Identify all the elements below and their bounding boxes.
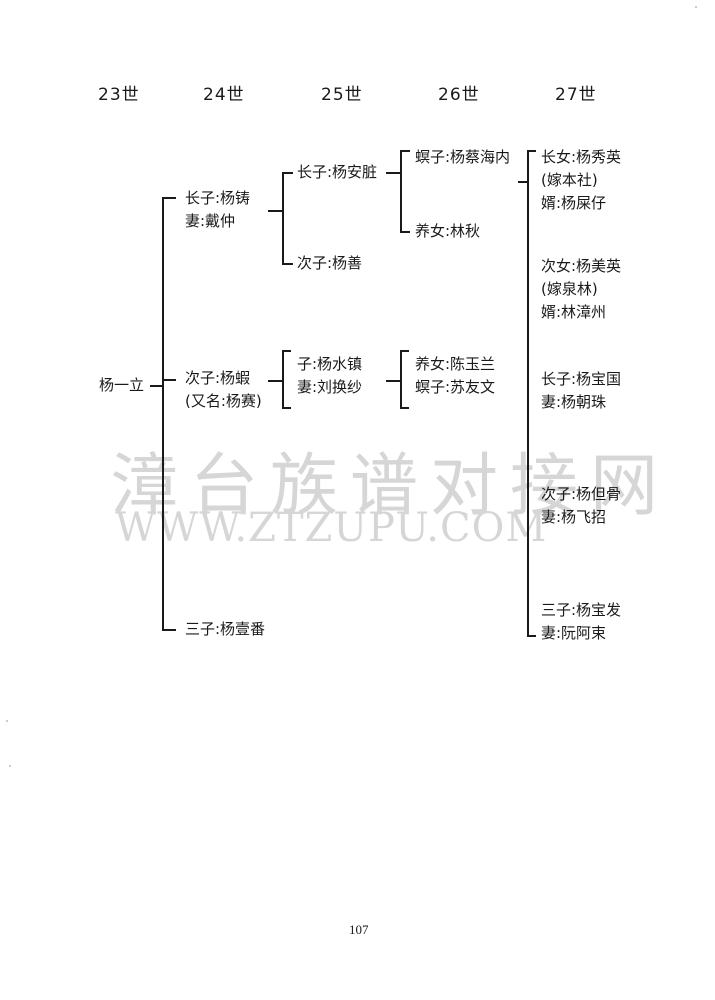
gen25-eldest-son: 长子:杨安脏	[297, 161, 377, 184]
gen26-adopted-daughter: 养女:林秋	[415, 220, 480, 243]
person-line: 次子:杨善	[297, 254, 363, 272]
root-person: 杨一立	[99, 374, 144, 397]
connector-line	[282, 263, 293, 265]
generation-header-25: 25世	[321, 85, 363, 105]
connector-line	[268, 210, 283, 212]
connector-line	[527, 150, 536, 152]
gen27-third-son: 三子:杨宝发 妻:阮阿束	[541, 599, 621, 645]
connector-line	[400, 350, 402, 408]
person-line: 螟子:杨蔡海内	[415, 148, 511, 166]
connector-line	[518, 181, 528, 183]
spouse-line: 妻:阮阿束	[541, 624, 607, 642]
generation-header-26: 26世	[438, 85, 480, 105]
connector-line	[400, 231, 410, 233]
person-line: 次女:杨美英	[541, 257, 622, 275]
connector-line	[282, 350, 291, 352]
scan-speck	[6, 720, 8, 722]
gen24-second-son: 次子:杨蝦 (又名:杨赛)	[185, 367, 262, 413]
gen26-adopted-children: 养女:陈玉兰 螟子:苏友文	[415, 353, 495, 399]
scan-speck	[9, 765, 11, 767]
connector-line	[162, 197, 176, 199]
person-line: 长子:杨安脏	[297, 163, 378, 181]
scan-speck	[695, 6, 697, 8]
spouse-line: 婿:杨屎仔	[541, 194, 607, 212]
generation-header-24: 24世	[203, 85, 245, 105]
spouse-line: 妻:杨朝珠	[541, 393, 607, 411]
spouse-line: 妻:杨飞招	[541, 508, 607, 526]
marriage-note: (嫁本社)	[541, 171, 598, 189]
gen27-eldest-daughter: 长女:杨秀英 (嫁本社) 婿:杨屎仔	[541, 146, 621, 215]
connector-line	[282, 350, 284, 408]
connector-line	[162, 629, 176, 631]
spouse-line: 妻:戴仲	[185, 212, 236, 230]
person-line: 次子:杨但骨	[541, 485, 622, 503]
connector-line	[268, 380, 283, 382]
connector-line	[400, 150, 410, 152]
connector-line	[400, 350, 409, 352]
watermark-url: WWW.ZTZUPU.COM	[115, 505, 548, 551]
page-number: 107	[349, 922, 369, 937]
gen27-second-daughter: 次女:杨美英 (嫁泉林) 婿:林漳州	[541, 255, 621, 324]
person-line: 养女:林秋	[415, 222, 481, 240]
connector-line	[400, 150, 402, 232]
connector-line	[386, 380, 401, 382]
connector-line	[282, 172, 293, 174]
person-line: 长子:杨宝国	[541, 370, 622, 388]
person-line: 长子:杨铸	[185, 189, 251, 207]
generation-header-23: 23世	[98, 85, 140, 105]
person-line: 子:杨水镇	[297, 355, 363, 373]
watermark-text: 漳台族谱对接网	[110, 447, 671, 526]
connector-line	[400, 407, 409, 409]
connector-line	[150, 385, 163, 387]
person-line: 长女:杨秀英	[541, 148, 622, 166]
connector-line	[527, 635, 536, 637]
gen25-second-son: 次子:杨善	[297, 252, 362, 275]
spouse-line: 妻:刘换纱	[297, 378, 363, 396]
person-line: 养女:陈玉兰	[415, 355, 496, 373]
gen24-third-son: 三子:杨壹番	[185, 618, 265, 641]
marriage-note: (嫁泉林)	[541, 280, 598, 298]
connector-line	[386, 172, 401, 174]
person-line: 三子:杨宝发	[541, 601, 622, 619]
spouse-line: 婿:林漳州	[541, 303, 607, 321]
gen25-son: 子:杨水镇 妻:刘换纱	[297, 353, 362, 399]
gen27-second-son: 次子:杨但骨 妻:杨飞招	[541, 483, 621, 529]
person-line: 螟子:苏友文	[415, 378, 496, 396]
root-name: 杨一立	[99, 376, 145, 394]
person-line: 次子:杨蝦	[185, 369, 251, 387]
gen27-eldest-son: 长子:杨宝国 妻:杨朝珠	[541, 368, 621, 414]
generation-header-27: 27世	[555, 85, 597, 105]
connector-line	[162, 197, 164, 630]
gen26-adopted-son: 螟子:杨蔡海内	[415, 146, 510, 169]
alias-line: (又名:杨赛)	[185, 392, 262, 410]
connector-line	[527, 150, 529, 636]
person-line: 三子:杨壹番	[185, 620, 266, 638]
connector-line	[282, 172, 284, 264]
connector-line	[282, 407, 291, 409]
connector-line	[162, 379, 176, 381]
gen24-eldest-son: 长子:杨铸 妻:戴仲	[185, 187, 250, 233]
